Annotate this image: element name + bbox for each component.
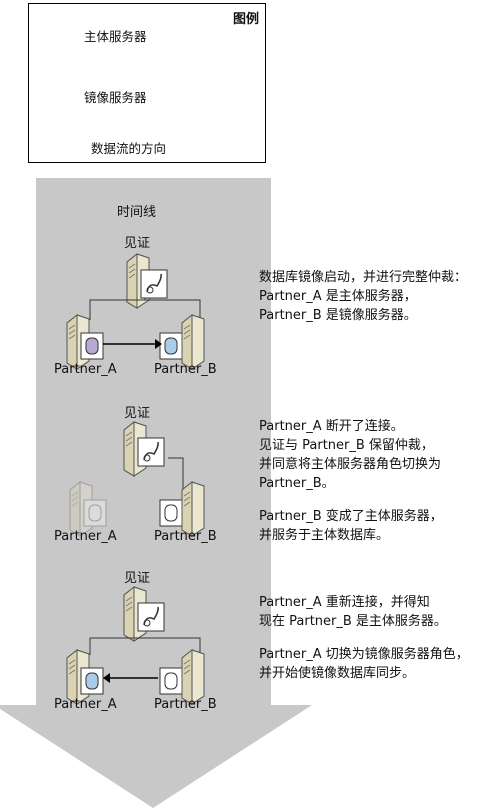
- note-line: Partner_B 变成了主体服务器，: [259, 509, 443, 524]
- note-line: Partner_A 断开了连接。: [259, 419, 404, 434]
- stage2-partner-b-server-icon: [159, 481, 205, 537]
- stage2-partner-b-label: Partner_B: [154, 529, 217, 544]
- note-line: 数据库镜像启动，并进行完整仲裁：: [259, 270, 468, 285]
- legend-principal-label: 主体服务器: [84, 29, 147, 44]
- note-line: 现在 Partner_B 是主体服务器。: [259, 614, 447, 629]
- stage1-partner-a-label: Partner_A: [54, 362, 117, 377]
- note-line: 并开始使镜像数据库同步。: [259, 666, 416, 681]
- stage3-partner-b-server-icon: [159, 649, 205, 705]
- stage3-partner-b-label: Partner_B: [154, 697, 217, 712]
- stage2-connector: [168, 457, 184, 492]
- stage3-partner-a-server-icon: [66, 649, 104, 705]
- note-line: Partner_B 是镜像服务器。: [259, 308, 417, 323]
- stage2-witness-server-icon: [123, 421, 165, 477]
- stage1-partner-a-server-icon: [66, 314, 104, 370]
- stage1-partner-b-label: Partner_B: [154, 362, 217, 377]
- stage2-partner-a-server-icon-faded: [69, 481, 107, 537]
- stage3-witness-label: 见证: [124, 571, 151, 586]
- note-line: Partner_B。: [259, 476, 335, 491]
- note-line: Partner_A 切换为镜像服务器角色，: [259, 647, 469, 662]
- stage1-notes: 数据库镜像启动，并进行完整仲裁： Partner_A 是主体服务器， Partn…: [259, 268, 467, 325]
- stage1-partner-b-server-icon: [159, 314, 205, 370]
- legend-title: 图例: [232, 12, 259, 27]
- note-line: Partner_A 是主体服务器，: [259, 289, 417, 304]
- stage3-connector: [89, 637, 201, 655]
- note-line: Partner_A 重新连接，并得知: [259, 595, 430, 610]
- stage1-data-flow-arrow: [103, 339, 162, 349]
- note-line: 见证与 Partner_B 保留仲裁，: [259, 438, 434, 453]
- stage2-witness-label: 见证: [124, 406, 151, 421]
- note-line: 并服务于主体数据库。: [259, 528, 390, 543]
- stage1-witness-server-icon: [126, 253, 168, 309]
- stage3-partner-a-label: Partner_A: [54, 697, 117, 712]
- note-line: 并同意将主体服务器角色切换为: [259, 457, 442, 472]
- stage2-partner-a-label: Partner_A: [54, 529, 117, 544]
- stage3-witness-server-icon: [123, 586, 165, 642]
- legend-mirror-label: 镜像服务器: [84, 90, 147, 105]
- stage1-witness-label: 见证: [124, 236, 151, 251]
- legend-box: 图例: [28, 3, 266, 163]
- timeline-label: 时间线: [117, 205, 157, 220]
- stage3-data-flow-arrow: [103, 673, 158, 683]
- stage3-notes: Partner_A 重新连接，并得知 现在 Partner_B 是主体服务器。 …: [259, 593, 469, 683]
- stage2-notes: Partner_A 断开了连接。 见证与 Partner_B 保留仲裁， 并同意…: [259, 417, 443, 545]
- legend-flow-label: 数据流的方向: [91, 141, 167, 156]
